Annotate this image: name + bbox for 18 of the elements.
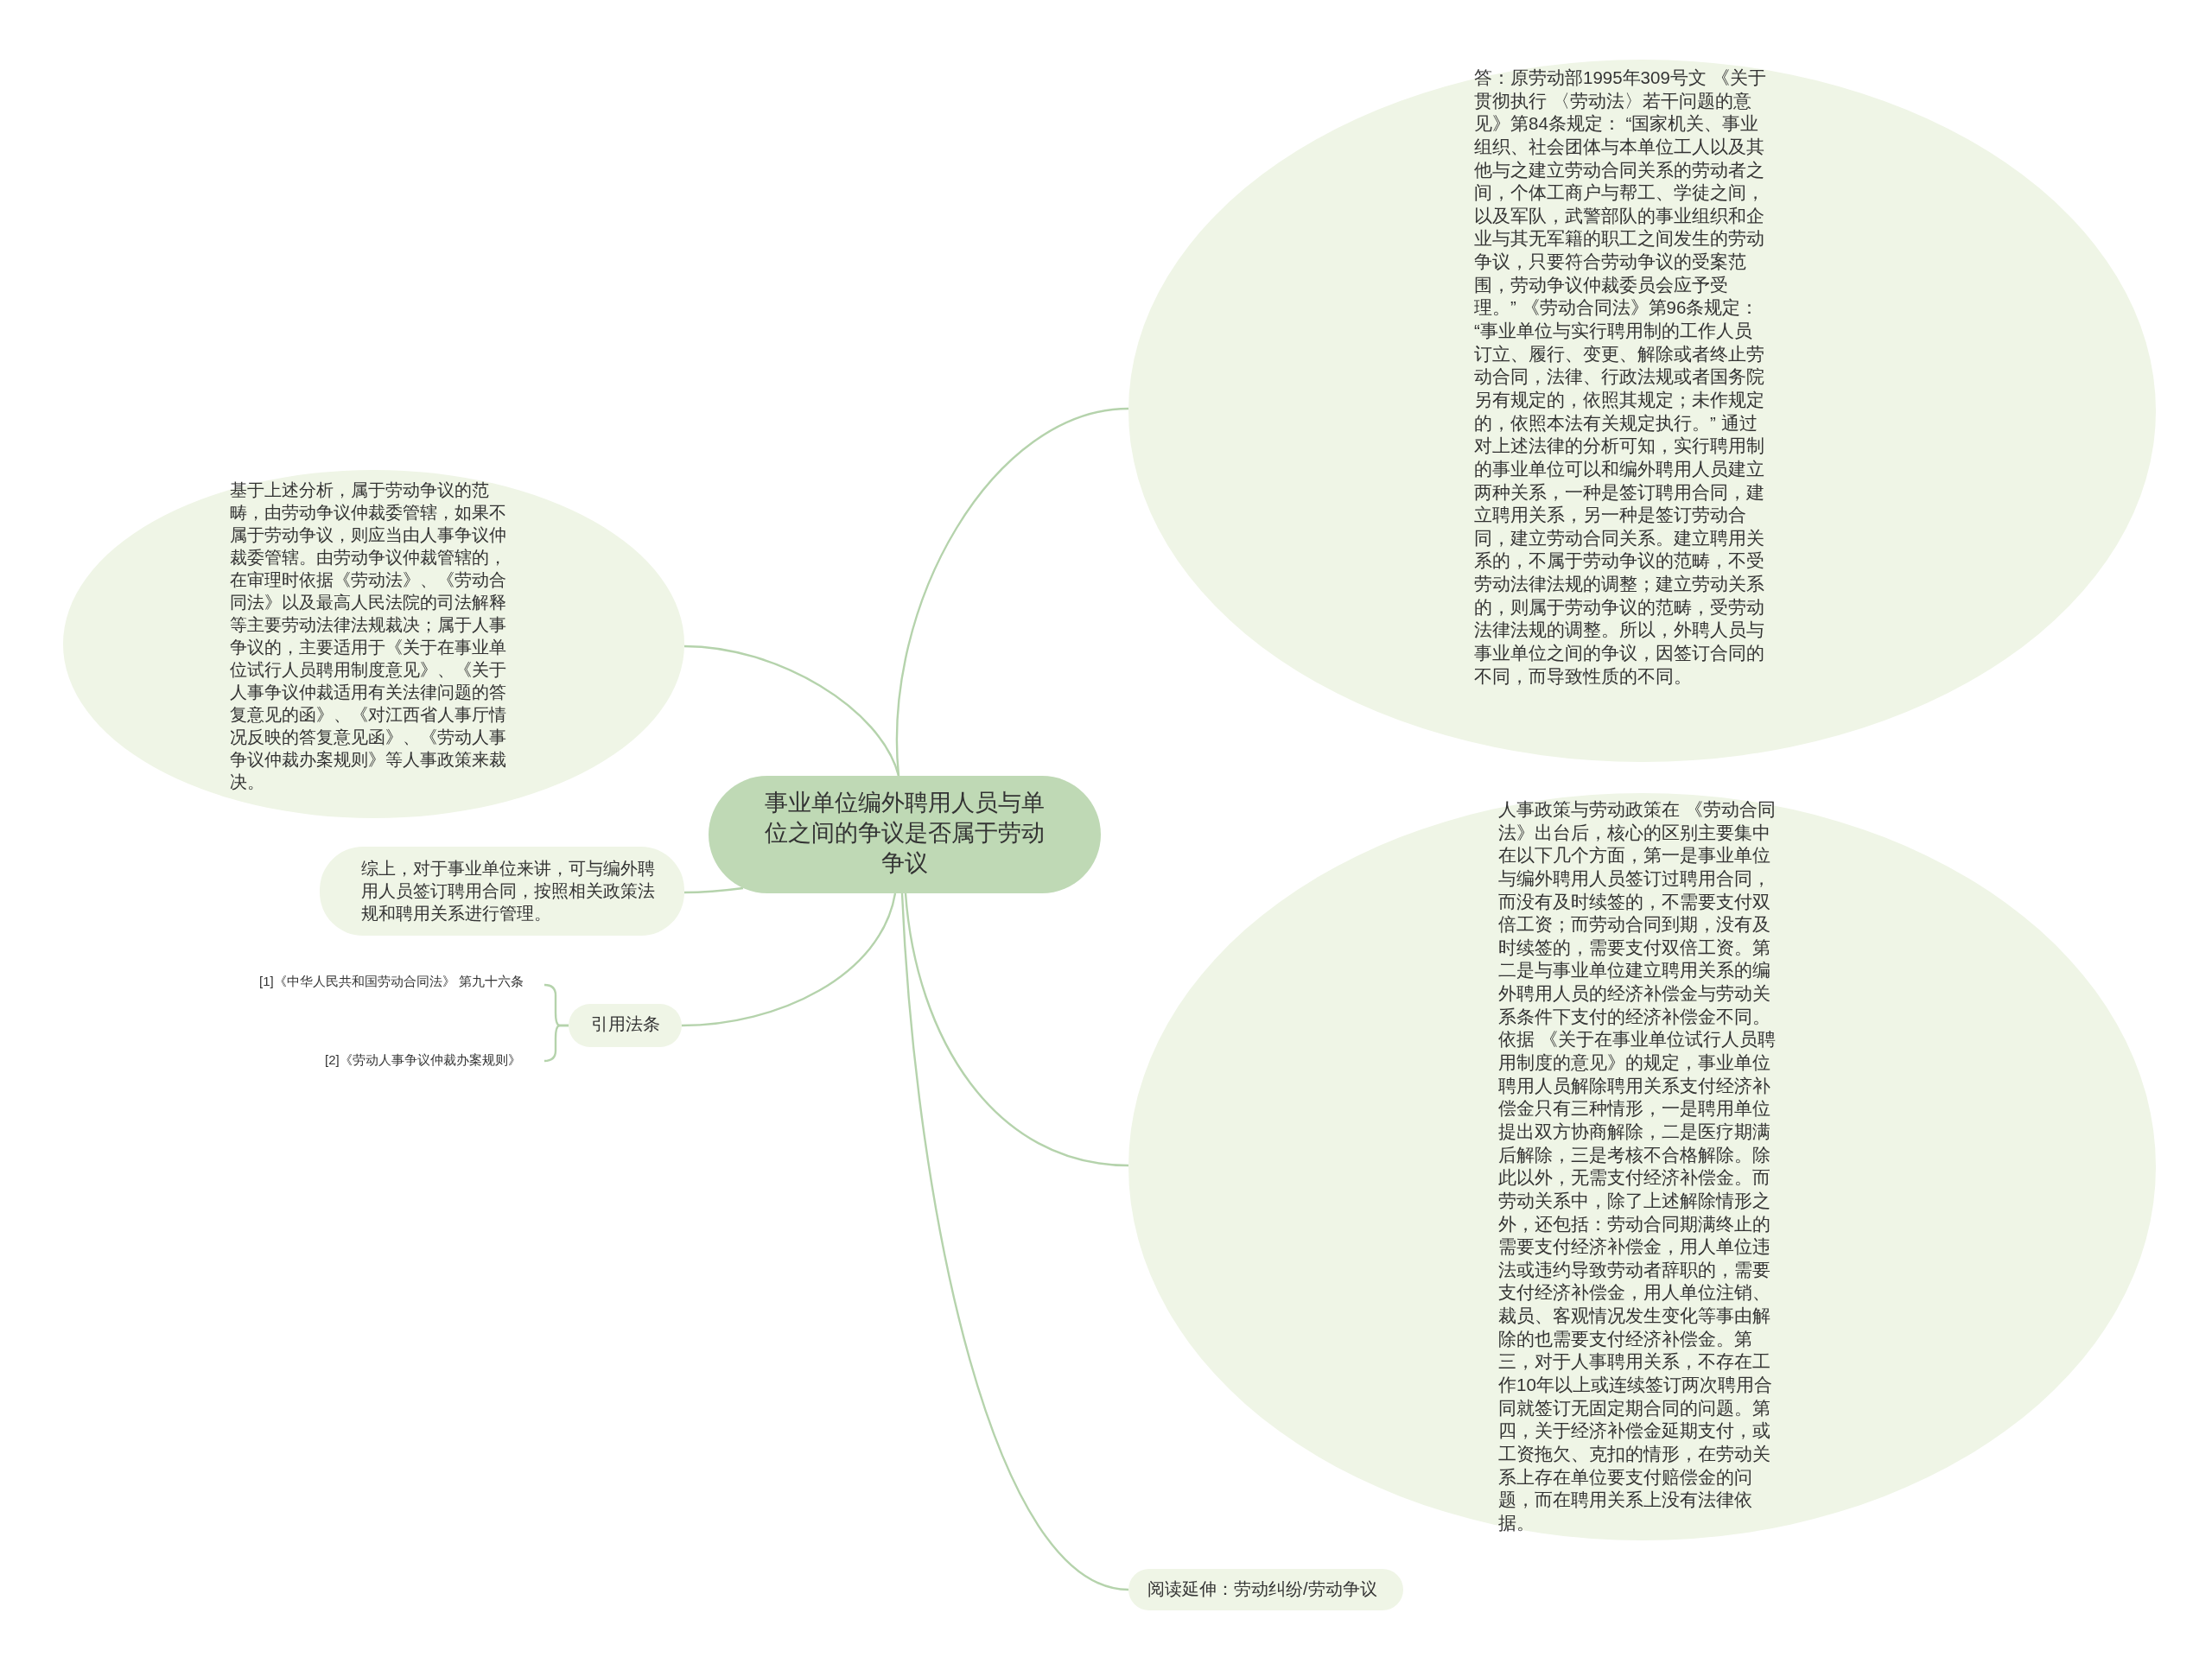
node-text: 答：原劳动部1995年309号文 《关于贯彻执行 〈劳动法〉若干问题的意见》第84条规定： “国家机关、事业组织、社会团体与本单位工人以及其他与之建立劳动合同关系的劳动者之间，个体工商户与帮工、学徒之间，以及军队，武警部队的事业组织和企业与其无军籍的职工之间发生的劳动争议，只要符合劳动争议的受案范围，劳动争议仲裁委员会应予受理。” 《劳动合同法》第96条规定： “事业单位与实行聘用制的工作人员订立、履行、变更、解除或者终止劳动合同，法律、行政法规或者国务院另有规定的，依照其规定；未作规定的，依照本法有关规定执行。” 通过对上述法律的分析可知，实行聘用制的事业单位可以和编外聘用人员建立两种关系，一种是签订聘用合同，建立聘用关系，另一种是签订劳动合同，建立劳动合同关系。建立聘用关系的，不属于劳动争议的范畴，不受劳动法律法规的调整；建立劳动关系的，则属于劳动争议的范畴，受劳动法律法规的调整。所以，外聘人员与事业单位之间的争议，因签订合同的不同，而导致性质的不同。 (1474, 67, 1767, 688)
link-box (1128, 1569, 1403, 1610)
node-text: 事业单位编外聘用人员与单位之间的争议是否属于劳动争议 (764, 789, 1046, 879)
node-text: 基于上述分析，属于劳动争议的范畴，由劳动争议仲裁委管辖，如果不属于劳动争议，则应当由人事争议仲裁委管辖。由劳动争议仲裁管辖的，在审理时依据《劳动法》、《劳动合同法》以及最高人民法院的司法解释等主要劳动法律法规裁决；属于人事争议的，主要适用于《关于在事业单位试行人员聘用制度意见》、《关于人事争议仲裁适用有关法律问题的答复意见的函》、《对江西省人事厅情况反映的答复意见函》、《劳动人事争议仲裁办案规则》等人事政策来裁决。 (230, 479, 507, 793)
connector (896, 407, 1129, 777)
node-text: 综上，对于事业单位来讲，可与编外聘用人员签订聘用合同，按照相关政策法规和聘用关系进行管理。 (361, 858, 655, 924)
node-text: 引用法条 (591, 1013, 661, 1035)
connector (684, 886, 744, 894)
connector (904, 892, 1129, 1167)
node-text: 人事政策与劳动政策在 《劳动合同法》出台后，核心的区别主要集中在以下几个方面，第一是事业单位与编外聘用人员签订过聘用合同，而没有及时续签的，不需要支付双倍工资；而劳动合同到期，没有及时续签的，需要支付双倍工资。第二是与事业单位建立聘用关系的编外聘用人员的经济补偿金与劳动关系条件下支付的经济补偿金不同。依据 《关于在事业单位试行人员聘用制度的意见》的规定，事业单位聘用人员解除聘用关系支付经济补偿金只有三种情形，一是聘用单位提出双方协商解除，二是医疗期满后解除，三是考核不合格解除。除此以外，无需支付经济补偿金。而劳动关系中，除了上述解除情形之外，还包括：劳动合同期满终止的需要支付经济补偿金，用人单位违法或违约导致劳动者辞职的，需要支付经济补偿金，用人单位注销、裁员、客观情况发生变化等事由解除的也需要支付经济补偿金。第三，对于人事聘用关系，不存在工作10年以上或连续签订两次聘用合同就签订无固定期合同的问题。第四，关于经济补偿金延期支付，或工资拖欠、克扣的情形，在劳动关系上存在单位要支付赔偿金的问题，而在聘用关系上没有法律依据。 (1498, 798, 1777, 1534)
connector (681, 892, 897, 1027)
label-box (569, 1004, 682, 1047)
node-text: 阅读延伸：劳动纠纷/劳动争议 (1147, 1578, 1378, 1600)
connector (900, 892, 1129, 1591)
connector (683, 645, 900, 777)
citation-text: [1]《中华人民共和国劳动合同法》 第九十六条 (259, 973, 524, 990)
connector (543, 1024, 569, 1063)
citation-text: [2]《劳动人事争议仲裁办案规则》 (325, 1051, 522, 1069)
